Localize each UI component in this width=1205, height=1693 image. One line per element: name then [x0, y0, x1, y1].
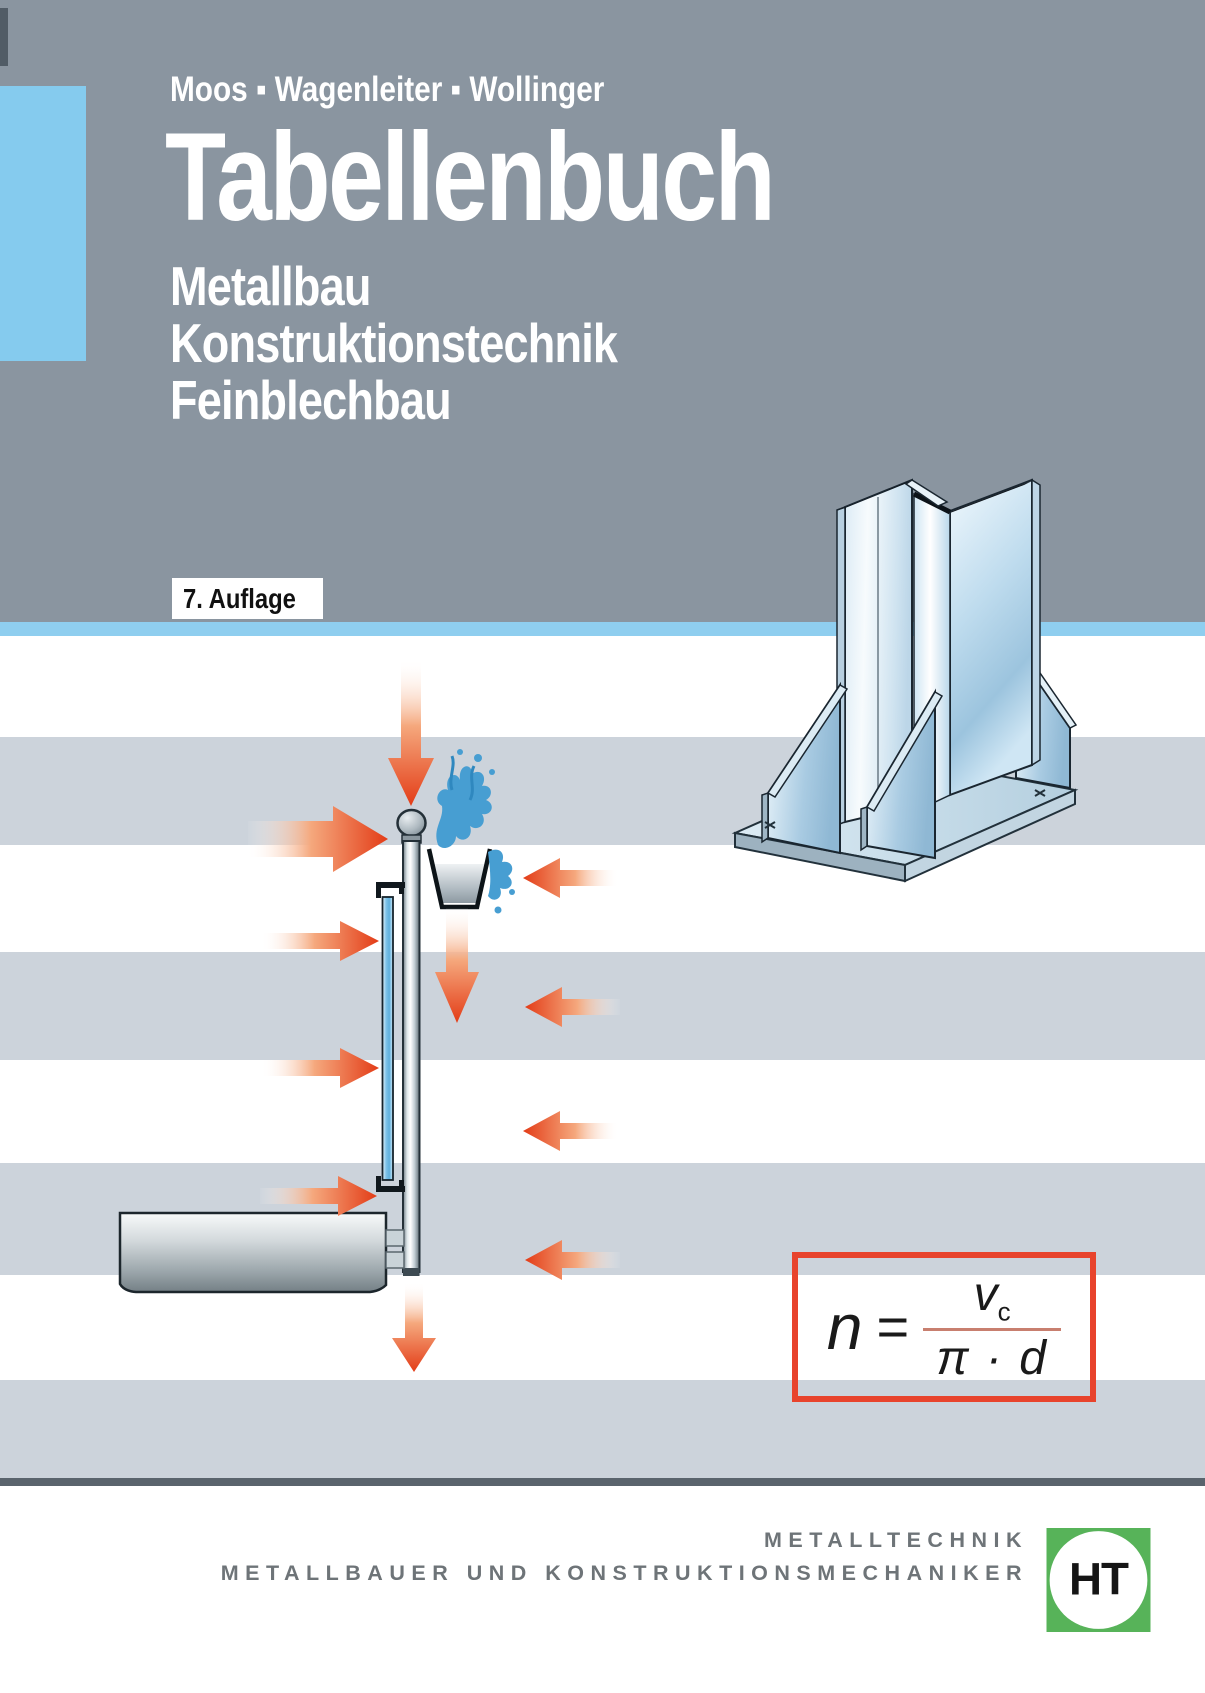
- load-arrow-down-icon: [392, 1283, 436, 1372]
- series-line: METALLBAUER UND KONSTRUKTIONSMECHANIKER: [220, 1561, 1028, 1585]
- series-title-block: METALLTECHNIK METALLBAUER UND KONSTRUKTI…: [221, 1524, 1028, 1590]
- cup: [426, 848, 493, 910]
- publisher-logo-ht-icon: HT: [1046, 1528, 1151, 1632]
- cover-edge-notch: [0, 8, 8, 66]
- cup-water: [433, 864, 486, 903]
- formula-denominator: π · d: [936, 1331, 1048, 1385]
- book-title: Tabellenbuch: [165, 108, 776, 247]
- blue-divider-strip: [0, 622, 1205, 636]
- edition-badge-label: 7. Auflage: [183, 583, 296, 614]
- formula-fraction: vc π · d: [923, 1267, 1062, 1385]
- formula-lhs: n: [826, 1291, 863, 1363]
- fraction-bar: [923, 1327, 1062, 1331]
- subtitle-line: Konstruktionstechnik: [170, 312, 618, 374]
- background-stripe: [0, 737, 1205, 845]
- formula-numerator: vc: [973, 1267, 1011, 1327]
- footer-divider-rule: [0, 1478, 1205, 1486]
- subtitle-line: Metallbau: [170, 255, 371, 317]
- authors-line: Moos ▪ Wagenleiter ▪ Wollinger: [170, 70, 605, 109]
- load-arrow-left-icon: [523, 858, 618, 898]
- series-line: METALLTECHNIK: [763, 1528, 1028, 1552]
- publisher-logo-text: HT: [1069, 1554, 1129, 1605]
- subtitle-block: Metallbau Konstruktionstechnik Feinblech…: [170, 258, 715, 429]
- load-arrow-left-icon: [523, 1111, 618, 1151]
- formula-box: n = vc π · d: [792, 1252, 1096, 1402]
- edition-badge: 7. Auflage: [172, 578, 323, 619]
- subtitle-line: Feinblechbau: [170, 369, 452, 431]
- background-stripe: [0, 952, 1205, 1060]
- blue-side-tab: [0, 86, 86, 361]
- formula-equals: =: [876, 1295, 910, 1358]
